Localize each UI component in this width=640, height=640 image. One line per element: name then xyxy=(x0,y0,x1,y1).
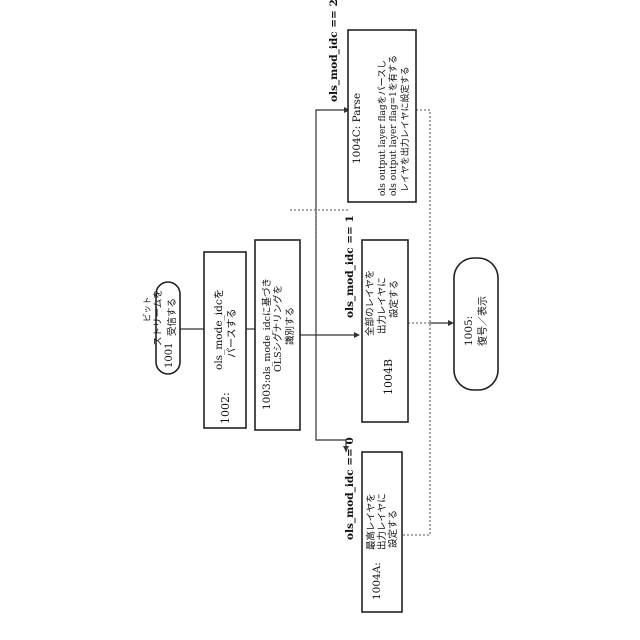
end-line-1: 復号／表示 xyxy=(476,296,489,346)
node-1004b-line-3: 設定する xyxy=(388,280,400,318)
node-1004c-line-3: レイヤを出力レイヤに設定する xyxy=(399,67,411,192)
node-1003-line-3: 識別する xyxy=(284,307,296,345)
node-1002-line-1: ols_mode_idcを xyxy=(213,289,225,370)
connector-to-1004c xyxy=(316,110,346,335)
arrowhead-1004b xyxy=(354,332,360,338)
start-line-2: ストリームを xyxy=(153,289,164,346)
condition-b: ols_mod_idc == 1 xyxy=(344,215,357,318)
node-1002-id: 1002: xyxy=(219,392,232,424)
node-1004a-line-3: 設定する xyxy=(387,510,399,548)
node-1004b: 1004B 全部のレイヤを 出力レイヤに 設定する xyxy=(362,240,408,422)
node-1004c-line-1: ols output layer flagをパースし xyxy=(377,60,388,196)
node-1003-line-1: ols_mode_idcに基づき xyxy=(261,278,273,380)
end-node-1005: 1005: 復号／表示 xyxy=(454,258,498,390)
node-1002-line-2: パースする xyxy=(226,309,238,359)
node-1004c-line-2: ols output layer flag=1を有する xyxy=(387,55,399,196)
node-1004c-id: 1004C: Parse xyxy=(351,93,363,164)
end-id: 1005: xyxy=(463,316,475,346)
start-id: 1001 xyxy=(164,343,175,368)
start-line-1: ビット xyxy=(143,296,153,322)
node-1002: 1002: ols_mode_idcを パースする xyxy=(204,252,246,428)
start-line-3: 受信する xyxy=(166,298,178,336)
node-1004a-id: 1004A: xyxy=(371,562,383,600)
node-1004a-line-2: 出力レイヤに xyxy=(376,493,388,550)
node-1003: 1003: ols_mode_idcに基づき OLSシグナリングを 識別する xyxy=(255,240,300,430)
start-node-1001: 1001 ビット ストリームを 受信する xyxy=(143,282,180,374)
node-1004a-line-1: 最高レイヤを xyxy=(365,493,377,550)
node-1004b-line-2: 出力レイヤに xyxy=(376,277,388,334)
arrowhead-1005 xyxy=(448,320,454,326)
node-1004a: 1004A: 最高レイヤを 出力レイヤに 設定する xyxy=(362,452,402,612)
node-1004b-line-1: 全部のレイヤを xyxy=(364,270,376,336)
condition-c: ols_mod_idc == 2 xyxy=(328,0,341,102)
node-1003-line-2: OLSシグナリングを xyxy=(272,285,284,372)
node-1004b-id: 1004B xyxy=(382,359,395,395)
connector-to-1004a xyxy=(316,335,346,452)
condition-a: ols_mod_idc == 0 xyxy=(344,437,357,540)
node-1004c: 1004C: Parse ols output layer flagをパースし … xyxy=(348,30,416,202)
node-1003-id: 1003: xyxy=(261,380,273,410)
dotted-1004c-return xyxy=(416,110,430,323)
